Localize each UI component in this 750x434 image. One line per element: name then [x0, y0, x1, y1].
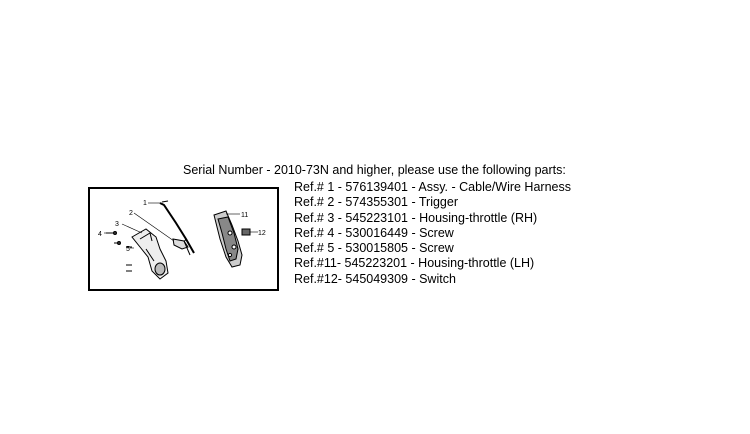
callout-3: 3	[115, 221, 119, 228]
callout-12: 12	[258, 230, 266, 237]
callout-4: 4	[98, 231, 102, 238]
housing-throttle-rh-part	[131, 228, 169, 280]
throttle-exploded-diagram: 1 2 3 4 5 11 12	[88, 187, 279, 291]
callout-5: 5	[126, 246, 130, 253]
switch-part	[241, 228, 251, 236]
part-ref-4: Ref.# 4 - 530016449 - Screw	[294, 225, 454, 240]
part-ref-11: Ref.#11- 545223201 - Housing-throttle (L…	[294, 256, 535, 271]
serial-number-heading: Serial Number - 2010-73N and higher, ple…	[183, 163, 566, 177]
part-ref-3: Ref.# 3 - 545223101 - Housing-throttle (…	[294, 210, 538, 225]
screw-parts	[106, 231, 132, 272]
part-ref-5: Ref.# 5 - 530015805 - Screw	[294, 241, 454, 256]
callout-1: 1	[143, 200, 147, 207]
callout-11: 11	[241, 212, 248, 219]
callout-2: 2	[129, 210, 133, 217]
part-ref-12: Ref.#12- 545049309 - Switch	[294, 271, 456, 286]
part-ref-2: Ref.# 2 - 574355301 - Trigger	[294, 195, 458, 210]
parts-list: Ref.# 1 - 576139401 - Assy. - Cable/Wire…	[294, 180, 571, 287]
callout-leader-lines	[104, 202, 258, 249]
trigger-part	[172, 238, 191, 256]
part-ref-1: Ref.# 1 - 576139401 - Assy. - Cable/Wire…	[294, 180, 571, 194]
housing-throttle-lh-part	[213, 210, 243, 268]
exploded-view-drawing: 1 2 3 4 5 11 12	[98, 200, 266, 280]
